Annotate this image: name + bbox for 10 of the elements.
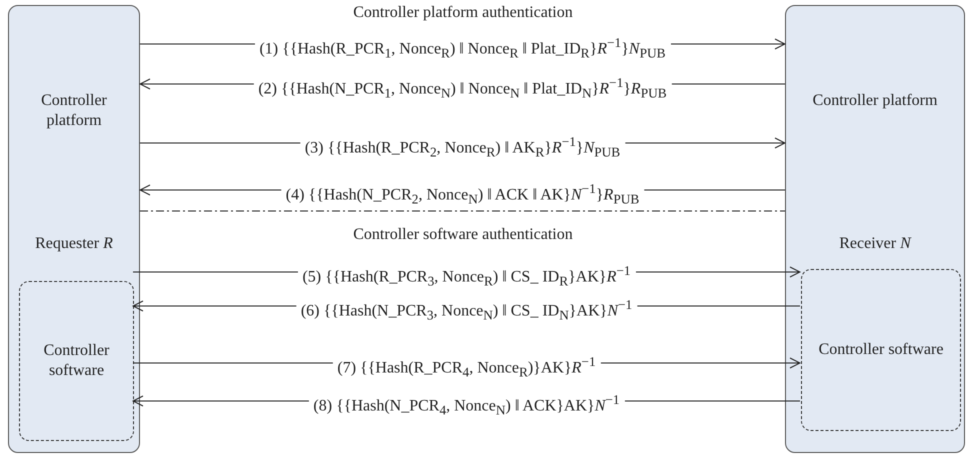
component-box (801, 269, 961, 431)
participant-box (785, 5, 965, 453)
node-label: Controller platform (40, 91, 108, 131)
node-label: Controller software (818, 340, 944, 360)
node-label: Requester R (34, 234, 114, 254)
node-label: Controller platform (812, 91, 938, 111)
node-label: Receiver N (838, 234, 912, 254)
component-box (19, 281, 134, 441)
node-label: Controller software (42, 341, 110, 381)
participant-box (8, 5, 140, 453)
